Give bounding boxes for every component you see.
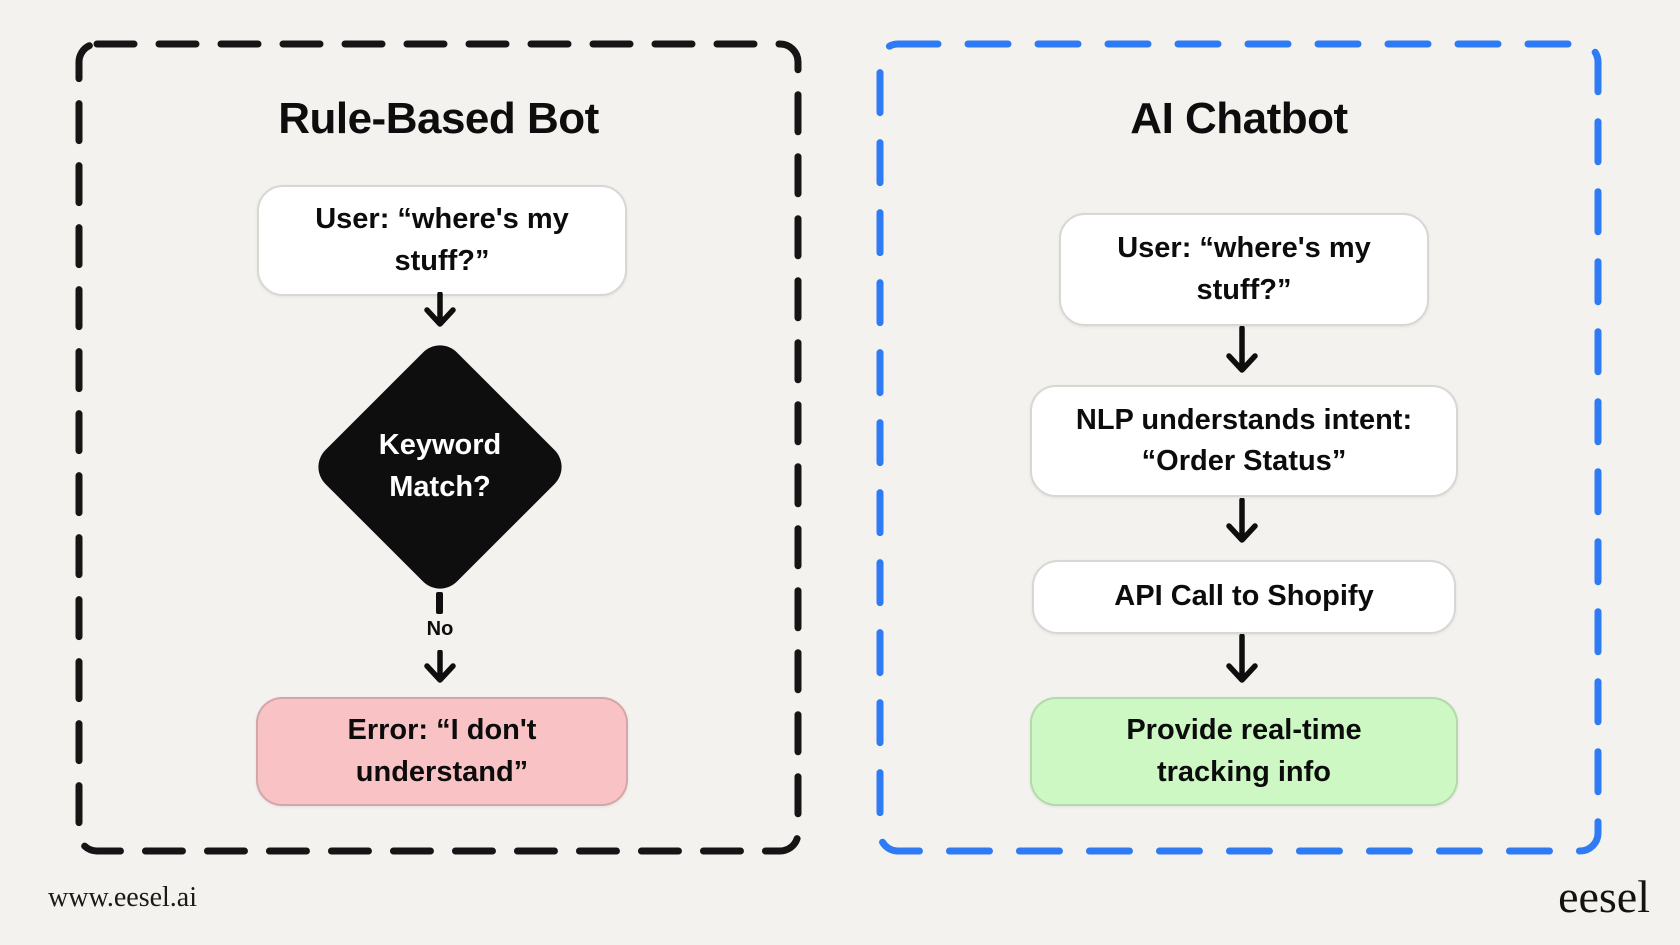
eesel-logo: eesel [1558,871,1650,922]
decision-bottom-connector [436,592,443,614]
arrow-down-icon [1226,498,1258,543]
ai-chatbot-nlp-intent-node: NLP understands intent: “Order Status” [1030,385,1458,497]
arrow-down-icon [1226,326,1258,373]
arrow-down-icon [424,292,456,327]
rule-based-panel-title: Rule-Based Bot [278,94,599,143]
keyword-match-decision-label: Keyword Match? [378,429,502,504]
ai-chatbot-api-call-node: API Call to Shopify [1032,560,1456,634]
arrow-down-icon [1226,634,1258,683]
ai-chatbot-result-node: Provide real-time tracking info [1030,697,1458,806]
arrow-down-icon [424,650,456,683]
ai-chatbot-panel-title: AI Chatbot [1130,94,1348,143]
website-url-text: www.eesel.ai [48,882,198,913]
edge-label-no: No [426,618,454,640]
ai-chatbot-user-message-node: User: “where's my stuff?” [1059,213,1429,326]
rule-based-user-message-node: User: “where's my stuff?” [257,185,627,296]
rule-based-error-node: Error: “I don't understand” [256,697,628,806]
